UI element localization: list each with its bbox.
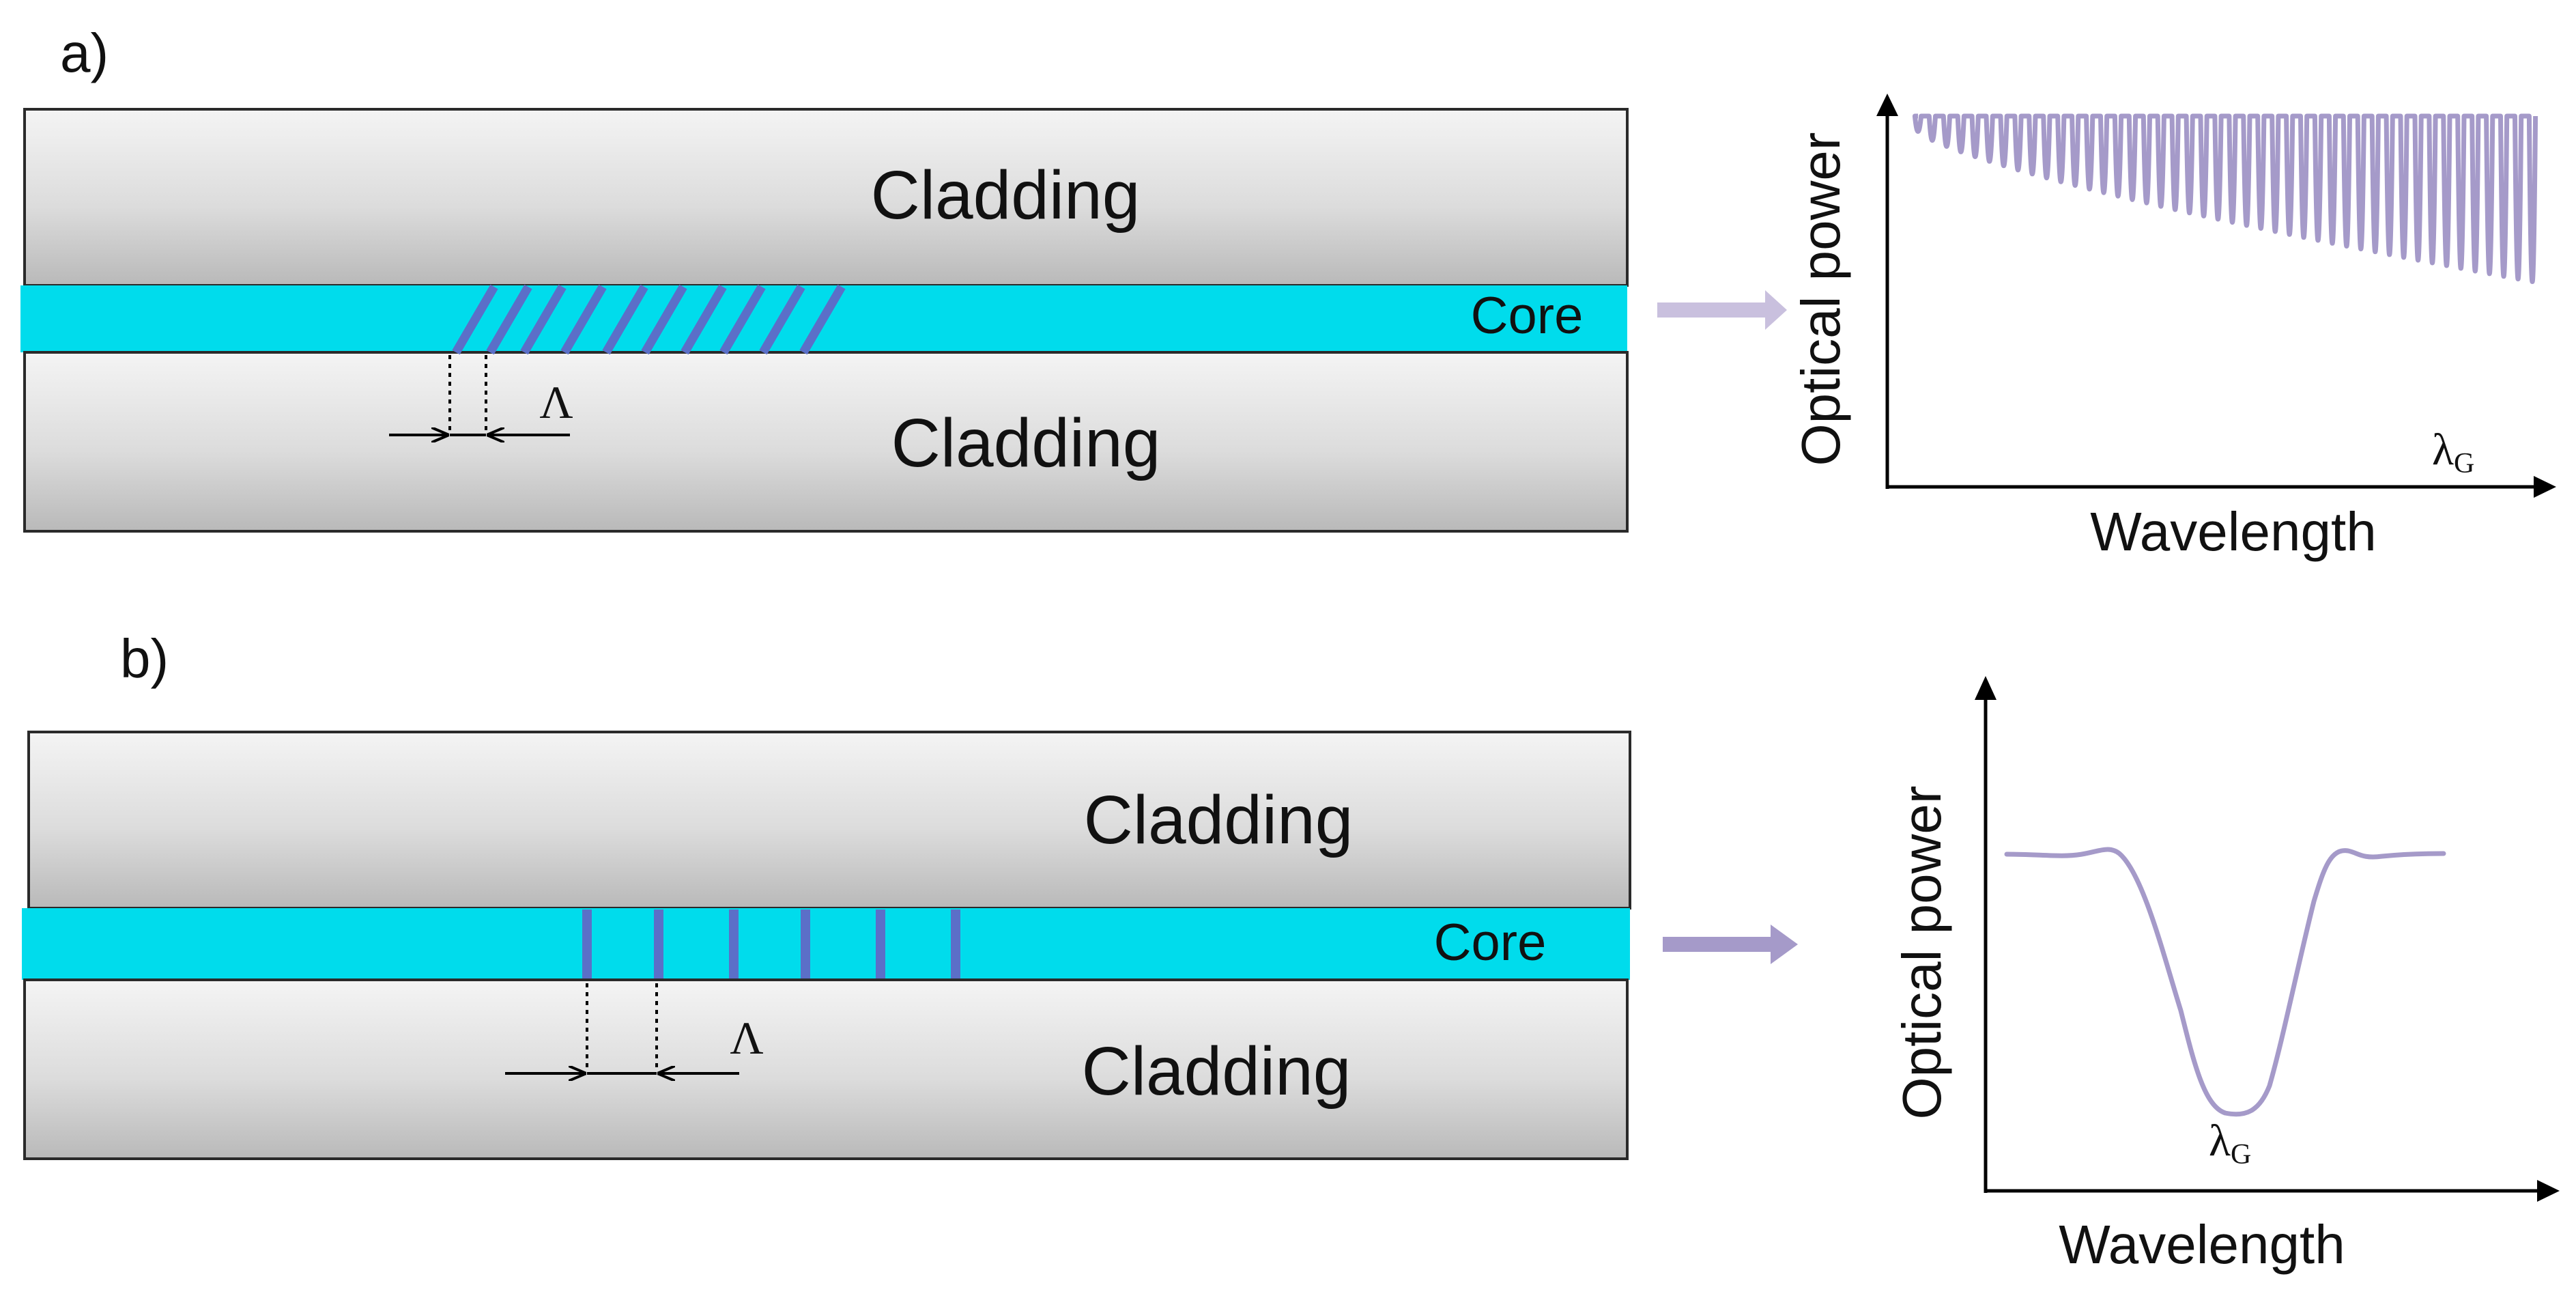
fiber-core xyxy=(22,908,1630,980)
spectrum-plot-b: Optical power Wavelength λG xyxy=(1891,676,2560,1275)
grating-line xyxy=(641,284,687,355)
uniform-grating xyxy=(582,910,960,978)
period-dimension: Λ xyxy=(389,355,573,435)
grating-line xyxy=(520,284,567,355)
y-axis-label: Optical power xyxy=(1891,785,1952,1119)
x-axis-arrow xyxy=(2534,476,2556,498)
y-axis-arrow xyxy=(1876,94,1898,116)
grating-line xyxy=(799,284,846,355)
period-symbol: Λ xyxy=(730,1012,763,1064)
panel-b-label: b) xyxy=(120,628,169,689)
grating-line xyxy=(719,284,766,355)
grating-line xyxy=(486,284,532,355)
transition-arrow xyxy=(1663,925,1798,964)
grating-line xyxy=(759,284,805,355)
x-axis-arrow xyxy=(2537,1180,2560,1202)
period-symbol: Λ xyxy=(539,376,573,428)
cladding-bottom-label: Cladding xyxy=(1082,1033,1351,1110)
panel-a-label: a) xyxy=(60,23,109,83)
y-axis-label: Optical power xyxy=(1790,132,1851,466)
x-axis-label: Wavelength xyxy=(2090,501,2377,562)
cladding-top xyxy=(27,731,1631,910)
lambda-g-marker: λG xyxy=(2209,1116,2251,1170)
core-label: Core xyxy=(1471,287,1584,345)
lambda-g-marker: λG xyxy=(2432,425,2474,479)
transition-arrow xyxy=(1657,290,1787,330)
grating-line xyxy=(452,284,498,355)
cladding-top xyxy=(23,108,1629,287)
panel-a: a) Cladding Cladding Core Λ xyxy=(20,23,2556,562)
grating-line xyxy=(602,284,648,355)
cladding-top-label: Cladding xyxy=(1084,782,1354,858)
bragg-reflection-dip xyxy=(2004,847,2446,1117)
spectrum-plot-a: Optical power Wavelength λG xyxy=(1790,94,2556,562)
grating-line xyxy=(560,284,607,355)
cladding-bottom xyxy=(23,978,1629,1160)
core-label: Core xyxy=(1434,914,1547,972)
cladding-bottom-label: Cladding xyxy=(891,405,1161,481)
panel-b: b) Cladding Cladding Core Λ xyxy=(22,628,2560,1275)
grating-line xyxy=(681,284,727,355)
x-axis-label: Wavelength xyxy=(2059,1214,2345,1275)
cladding-top-label: Cladding xyxy=(871,157,1141,234)
cladding-mode-resonance-comb xyxy=(1912,113,2538,284)
period-dimension: Λ xyxy=(505,983,764,1073)
cladding-bottom xyxy=(23,351,1629,533)
y-axis-arrow xyxy=(1975,676,1997,700)
tilted-grating xyxy=(452,284,846,355)
